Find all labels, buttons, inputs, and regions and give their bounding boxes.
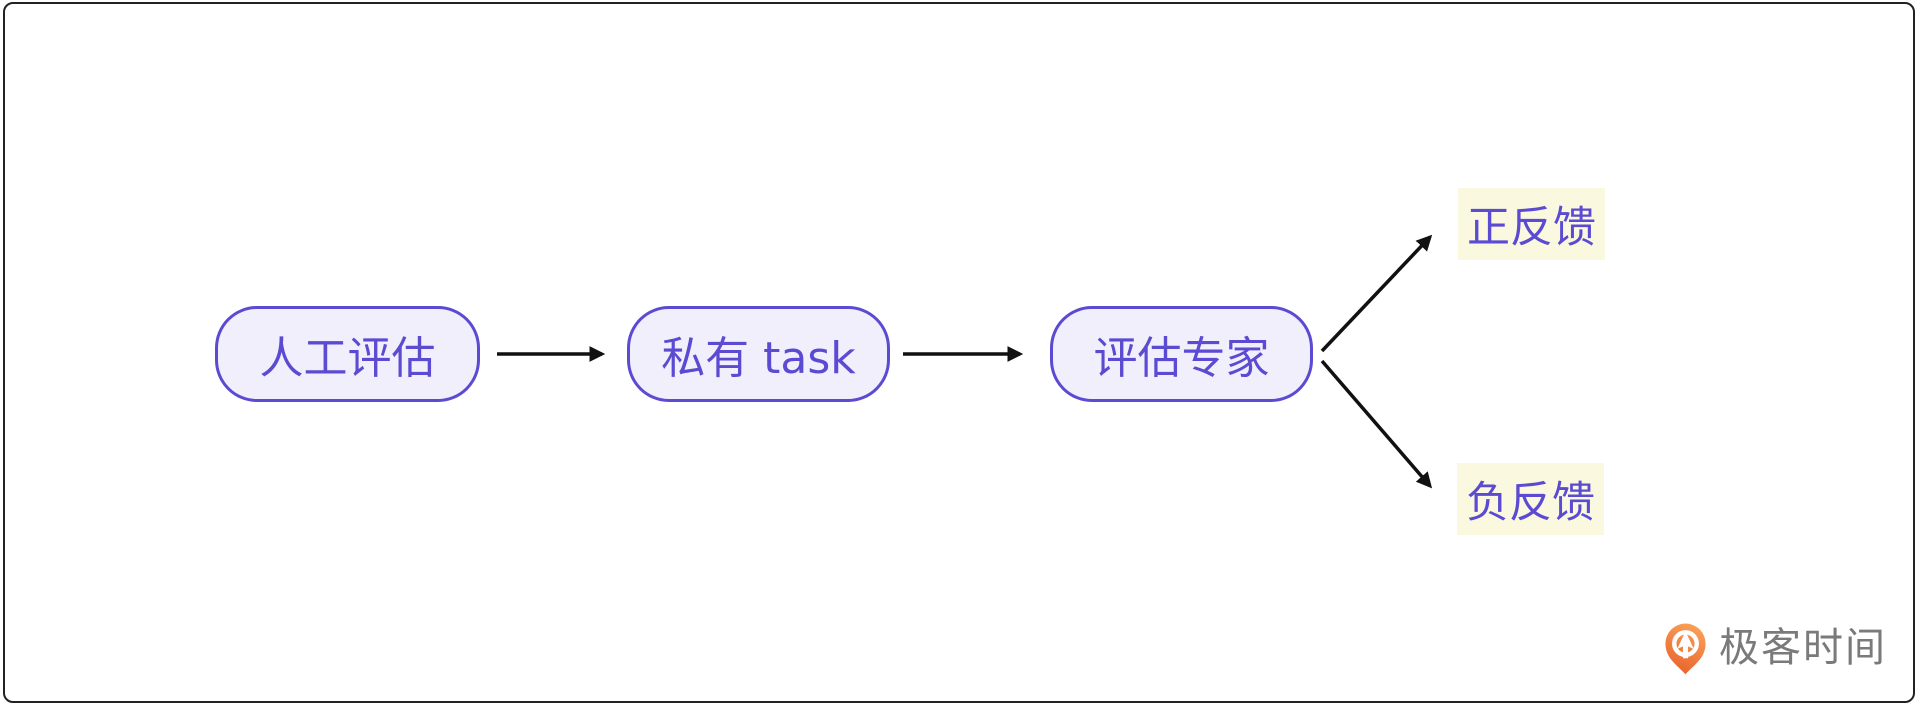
node-label: 人工评估 xyxy=(259,333,436,384)
node-manual-evaluation: 人工评估 xyxy=(215,306,480,402)
node-label: 评估专家 xyxy=(1093,333,1270,384)
node-private-task: 私有 task xyxy=(627,306,890,402)
geektime-logo: 极客时间 xyxy=(1663,622,1887,675)
outcome-label: 正反馈 xyxy=(1467,203,1596,253)
edge-expert-to-positive xyxy=(1320,234,1433,353)
node-label: 私有 task xyxy=(661,333,856,384)
outcome-label: 负反馈 xyxy=(1466,478,1595,528)
outcome-positive-feedback: 正反馈 xyxy=(1458,188,1605,260)
node-evaluation-expert: 评估专家 xyxy=(1050,306,1313,402)
edge-expert-to-negative xyxy=(1320,359,1433,489)
outcome-negative-feedback: 负反馈 xyxy=(1457,463,1604,535)
logo-text: 极客时间 xyxy=(1719,625,1887,671)
geektime-pin-icon xyxy=(1665,623,1706,675)
